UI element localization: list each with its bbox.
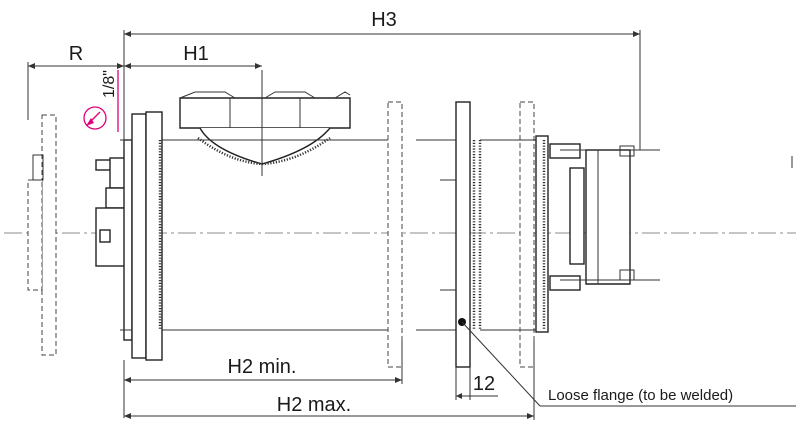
h2-max-label: H2 max. (277, 394, 351, 416)
dimension-h2-max (124, 340, 535, 420)
r-label: R (69, 43, 83, 65)
handwheel (179, 70, 351, 176)
valve-body (120, 139, 456, 331)
loose-flange-leader (461, 321, 796, 407)
compass-arrow-icon (83, 70, 119, 132)
dimension-r (27, 62, 124, 120)
main-flange-left (131, 111, 163, 361)
dimension-h3 (123, 30, 641, 150)
slope-label: 1/8" (101, 70, 118, 98)
dimension-h1 (124, 63, 262, 69)
h2-min-label: H2 min. (228, 356, 297, 378)
loose-flange (440, 101, 482, 368)
spindle-assembly (95, 139, 133, 341)
outlet-flange (480, 135, 660, 333)
dashed-flange-right (519, 101, 535, 368)
dashed-flange-middle (387, 101, 403, 368)
twelve-label: 12 (473, 373, 495, 395)
loose-flange-note: Loose flange (to be welded) (548, 387, 733, 404)
dimension-h2-min (123, 340, 403, 418)
h3-label: H3 (371, 9, 397, 31)
left-counter-flange (27, 114, 57, 356)
dimension-12 (455, 367, 498, 400)
h1-label: H1 (183, 43, 209, 65)
